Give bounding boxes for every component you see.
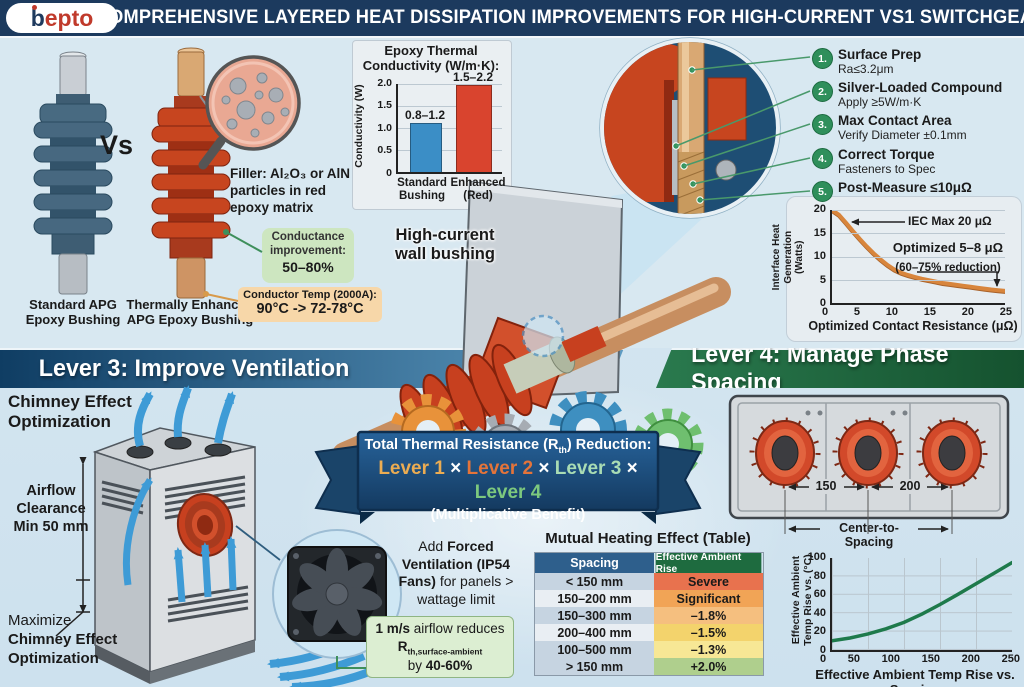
filler-note: Filler: Al₂O₃ or AlN particles in red ep… xyxy=(230,166,351,215)
enhanced-bushing-illustration xyxy=(151,47,231,299)
phase-bushing-icon xyxy=(832,417,904,489)
logo-dot-icon xyxy=(31,4,37,10)
ambient-rise-curve xyxy=(830,560,1014,643)
conductor-temp-box: Conductor Temp (2000A): 90°C -> 72-78°C xyxy=(238,287,382,322)
bar-cat-enhanced: Enhanced(Red) xyxy=(450,177,506,202)
table-cell-rise: –1.8% xyxy=(654,607,763,624)
logo-b-icon: b xyxy=(30,4,45,31)
step-badge: 3. xyxy=(812,114,833,135)
step-badge: 1. xyxy=(812,48,833,69)
table-title: Mutual Heating Effect (Table) xyxy=(545,530,751,547)
fan-note: Add Forced Ventilation (IP54 Fans) for p… xyxy=(398,538,514,607)
contact-detail-inset xyxy=(599,37,781,219)
lever4-header: Lever 4: Manage Phase Spacing xyxy=(656,348,1024,388)
table-cell-rise: –1.5% xyxy=(654,624,763,641)
bar-value-label: 1.5–2.2 xyxy=(452,70,494,85)
vs-label: Vs xyxy=(100,130,134,160)
logo-text: epto xyxy=(44,4,94,31)
magnifier-icon xyxy=(198,55,301,170)
cabinet-bushing-icon xyxy=(176,493,234,557)
step-badge: 2. xyxy=(812,81,833,102)
phase-spacing-panel xyxy=(728,394,1010,520)
dim-150-label: 150 xyxy=(810,479,842,494)
table-cell-spacing: < 150 mm xyxy=(535,573,654,590)
phase-bushing-icon xyxy=(749,417,821,489)
banner-ribbon xyxy=(314,430,702,524)
banner-text: Total Thermal Resistance (Rth) Reduction… xyxy=(356,436,660,525)
banner-benefit: (Multiplicative Benefit) xyxy=(430,506,586,523)
standard-bushing-illustration xyxy=(33,51,113,295)
banner-levers: Lever 1 × Lever 2 × Lever 3 × Lever 4 xyxy=(378,457,638,504)
spacing-chart-title: Effective Ambient Temp Rise vs. Spacing xyxy=(815,667,1015,687)
line-chart-xlabel: Optimized Contact Resistance (μΩ) xyxy=(808,319,1018,333)
bar-standard xyxy=(410,122,442,172)
step-badge: 5. xyxy=(812,181,833,202)
table-header-spacing: Spacing xyxy=(535,553,654,573)
table-cell-rise: Severe xyxy=(654,573,763,590)
airflow-benefit-box: 1 m/s airflow reduces Rth,surface-ambien… xyxy=(366,616,514,678)
table-cell-rise: +2.0% xyxy=(654,658,763,675)
table-cell-spacing: > 150 mm xyxy=(535,658,654,675)
table-cell-spacing: 150–300 mm xyxy=(535,607,654,624)
spacing-chart-plot xyxy=(830,558,1014,652)
bar-chart-plot: 0.8–1.2 1.5–2.2 xyxy=(396,70,502,174)
line-chart-panel xyxy=(786,196,1022,342)
bar-value-label: 0.8–1.2 xyxy=(404,107,446,122)
table-cell-spacing: 200–400 mm xyxy=(535,624,654,641)
dim-200-label: 200 xyxy=(894,479,926,494)
step-item: Post-Measure ≤10μΩ xyxy=(838,180,972,195)
table-cell-spacing: 150–200 mm xyxy=(535,590,654,607)
table-cell-rise: Significant xyxy=(654,590,763,607)
page-title: COMPREHENSIVE LAYERED HEAT DISSIPATION I… xyxy=(95,7,1024,28)
cabinet-illustration xyxy=(92,385,376,687)
phase-bushing-icon xyxy=(916,417,988,489)
center-to-spacing-label: Center-to-Spacing xyxy=(839,521,899,549)
table-cell-spacing: 100–500 mm xyxy=(535,641,654,658)
table-header-rise: Effective Ambient Rise xyxy=(655,551,762,575)
optimized-annotation: Optimized 5–8 μΩ (60–75% reduction) xyxy=(892,240,1004,275)
bar-enhanced xyxy=(456,85,492,172)
table-cell-rise: –1.3% xyxy=(654,641,763,658)
banner-title: Total Thermal Resistance (Rth) Reduction… xyxy=(364,437,652,455)
step-badge: 4. xyxy=(812,148,833,169)
header-bar xyxy=(0,0,1024,38)
iec-annotation: IEC Max 20 μΩ xyxy=(908,214,992,228)
